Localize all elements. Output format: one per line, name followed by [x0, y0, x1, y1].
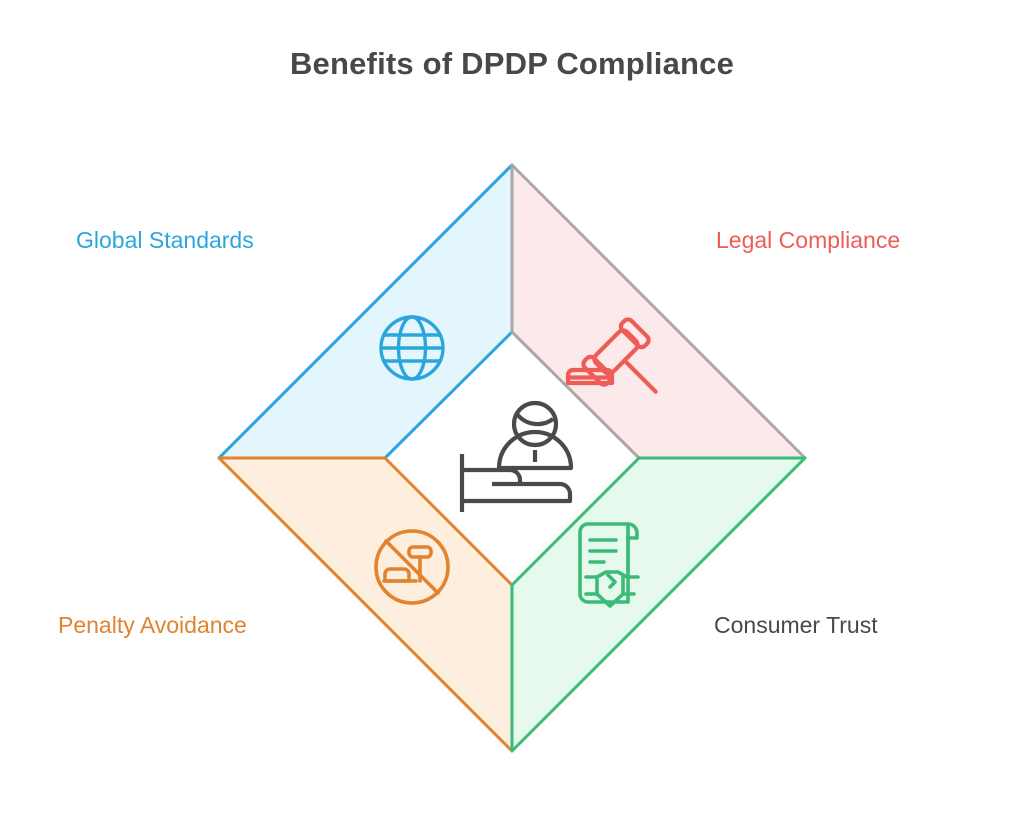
contract-handshake-icon	[578, 522, 640, 608]
quadrant-legal-compliance-trapezoid	[510, 163, 807, 460]
quadrant-consumer-trust-trapezoid	[510, 456, 807, 753]
quadrant-global-standards-trapezoid	[217, 163, 514, 460]
page-title: Benefits of DPDP Compliance	[289, 46, 735, 81]
label-consumer-trust: Consumer Trust	[714, 612, 878, 638]
label-penalty-avoidance: Penalty Avoidance	[58, 612, 247, 638]
globe-icon	[379, 315, 445, 381]
label-global-standards: Global Standards	[76, 227, 254, 253]
no-gavel-icon	[374, 529, 450, 605]
quadrant-global-standards[interactable]	[217, 163, 514, 460]
gavel-icon	[565, 317, 658, 394]
quadrant-consumer-trust[interactable]	[510, 456, 807, 753]
label-legal-compliance: Legal Compliance	[716, 227, 901, 253]
quadrant-legal-compliance[interactable]	[510, 163, 807, 460]
person-service-icon	[459, 400, 574, 512]
center-icon-group	[459, 400, 574, 512]
